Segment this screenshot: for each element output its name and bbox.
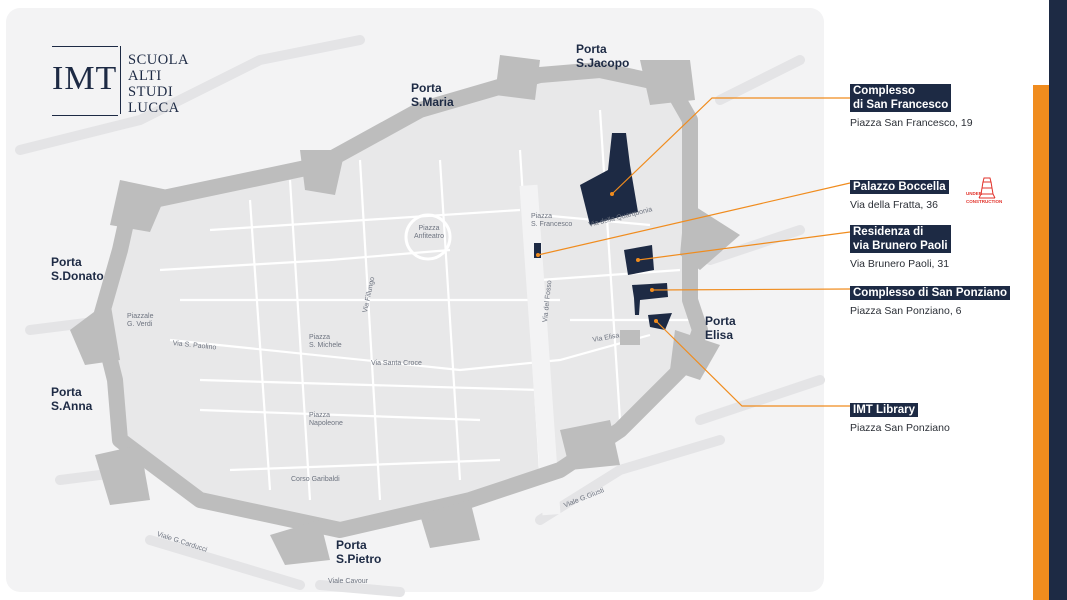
callout-lines (537, 97, 851, 407)
gate-anna-line1: Porta (51, 385, 82, 399)
logo-abbr: IMT (52, 60, 118, 97)
callout-palazzo-boccella: Palazzo Boccella Via della Fratta, 36 (850, 177, 949, 211)
line-san-ponziano (651, 288, 851, 291)
logo-text: SCUOLA ALTI STUDI LUCCA (128, 52, 192, 116)
line-library (655, 320, 850, 407)
gate-label-jacopo: Porta S.Jacopo (576, 42, 629, 70)
callout-san-ponziano-title: Complesso di San Ponziano (850, 286, 1010, 300)
gate-label-pietro: Porta S.Pietro (336, 538, 381, 566)
piazza-napoleone-line2: Napoleone (309, 420, 343, 427)
san-francesco-title-line1: Complesso (853, 85, 915, 97)
gate-elisa-line1: Porta (705, 314, 736, 328)
piazza-smichele-line1: Piazza (309, 334, 331, 341)
callout-residenza-title: Residenza di via Brunero Paoli (850, 225, 951, 253)
gate-maria-line2: S.Maria (411, 95, 454, 109)
gate-jacopo-line2: S.Jacopo (576, 56, 630, 70)
gate-jacopo-line1: Porta (576, 42, 607, 56)
gate-pietro-line2: S.Pietro (336, 552, 382, 566)
label-via-santa-croce: Via Santa Croce (371, 360, 422, 367)
gate-anna-line2: S.Anna (51, 399, 93, 413)
under-construction-icon: UNDER CONSTRUCTION (966, 177, 1002, 204)
gate-label-elisa: Porta Elisa (705, 314, 736, 342)
gate-donato-line1: Porta (51, 255, 82, 269)
callout-san-ponziano: Complesso di San Ponziano Piazza San Pon… (850, 283, 1010, 317)
callout-san-francesco-address: Piazza San Francesco, 19 (850, 117, 973, 129)
residenza-title-line1: Residenza di (853, 226, 924, 238)
gate-maria-line1: Porta (411, 81, 442, 95)
gate-label-maria: Porta S.Maria (411, 81, 454, 109)
line-residenza (637, 231, 851, 261)
logo-line-2: ALTI STUDI (128, 68, 174, 100)
label-piazzale-verdi: Piazzale G. Verdi (127, 313, 153, 329)
logo-frame (52, 46, 118, 116)
gate-label-donato: Porta S.Donato (51, 255, 104, 283)
logo-line-1: SCUOLA (128, 52, 190, 68)
building-library (648, 313, 672, 330)
piazzale-verdi-line2: G. Verdi (127, 321, 153, 328)
piazza-napoleone-line1: Piazza (309, 412, 331, 419)
callout-library-title: IMT Library (850, 403, 918, 417)
callout-dots (536, 192, 658, 323)
accent-bar-orange (1033, 85, 1049, 600)
line-palazzo-boccella (537, 182, 851, 256)
label-piazza-sfrancesco: Piazza S. Francesco (531, 213, 572, 229)
imt-logo: IMT SCUOLA ALTI STUDI LUCCA (52, 46, 192, 118)
viale-fosso (519, 184, 561, 516)
label-corso-garibaldi: Corso Garibaldi (291, 476, 340, 483)
callout-san-francesco-title: Complesso di San Francesco (850, 84, 952, 112)
callout-san-francesco: Complesso di San Francesco Piazza San Fr… (850, 84, 973, 129)
piazza-anfiteatro-line2: Anfiteatro (414, 233, 444, 240)
callout-library-address: Piazza San Ponziano (850, 422, 950, 434)
inner-streets (159, 109, 690, 501)
callout-residenza: Residenza di via Brunero Paoli Via Brune… (850, 225, 951, 270)
piazza-anfiteatro-line1: Piazza (418, 225, 440, 232)
anfiteatro-ring (404, 213, 452, 261)
gate-label-anna: Porta S.Anna (51, 385, 92, 413)
accent-bar-navy (1049, 0, 1067, 600)
callout-san-ponziano-address: Piazza San Ponziano, 6 (850, 305, 962, 317)
piazza-sfrancesco-line2: S. Francesco (531, 221, 573, 228)
callout-residenza-address: Via Brunero Paoli, 31 (850, 258, 950, 270)
uc-line2: CONSTRUCTION (966, 199, 1002, 204)
san-francesco-title-line2: di San Francesco (853, 99, 949, 111)
building-san-francesco (580, 133, 638, 225)
logo-divider (120, 46, 121, 114)
label-piazza-smichele: Piazza S. Michele (309, 334, 342, 350)
label-viale-cavour: Viale Cavour (328, 578, 368, 585)
logo-line-3: LUCCA (128, 100, 180, 116)
callout-palazzo-boccella-title: Palazzo Boccella (850, 180, 949, 194)
uc-line1: UNDER (966, 191, 983, 196)
piazzale-verdi-line1: Piazzale (127, 313, 154, 320)
building-san-ponziano (632, 283, 668, 315)
gate-pietro-line1: Porta (336, 538, 367, 552)
callout-palazzo-boccella-address: Via della Fratta, 36 (850, 199, 938, 211)
gate-elisa-line2: Elisa (705, 328, 734, 342)
building-palazzo-boccella (534, 243, 541, 258)
label-piazza-napoleone: Piazza Napoleone (309, 412, 343, 428)
label-piazza-anfiteatro: Piazza Anfiteatro (414, 225, 444, 241)
residenza-title-line2: via Brunero Paoli (853, 240, 948, 252)
callout-library: IMT Library Piazza San Ponziano (850, 400, 950, 434)
piazza-smichele-line2: S. Michele (309, 342, 342, 349)
line-san-francesco (611, 97, 850, 195)
city-walls (92, 62, 708, 538)
piazza-sfrancesco-line1: Piazza (531, 213, 553, 220)
gate-donato-line2: S.Donato (51, 269, 104, 283)
